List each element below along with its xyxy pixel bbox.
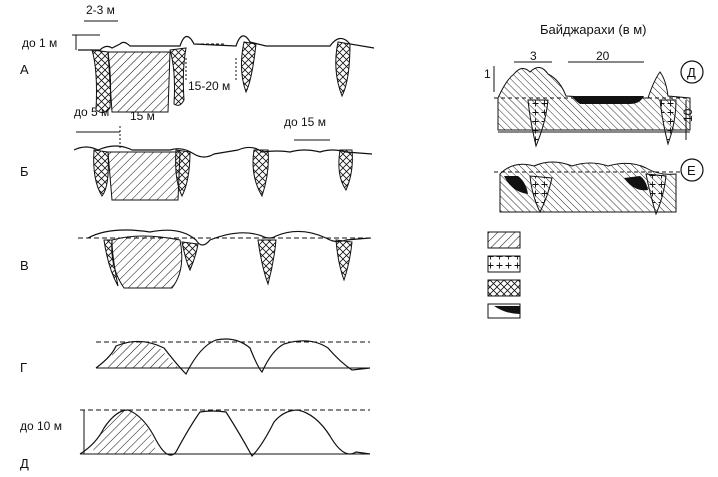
row-letter-d: Д [20, 456, 29, 471]
label-15-20m: 15-20 м [188, 79, 230, 93]
label-15m: 15 м [130, 109, 155, 123]
ice-wedge [103, 239, 119, 287]
ground-surface [78, 35, 375, 51]
circled-label-d [680, 60, 704, 84]
legend-swatch-crosses [487, 255, 521, 273]
row-b: Б до 5 м 15 м до 15 м [20, 105, 373, 201]
label-up-to-1m: до 1 м [22, 36, 57, 50]
hatched-mound [111, 235, 183, 289]
block-e: Е [494, 158, 704, 216]
ice-wedge [93, 149, 109, 197]
dim-10: 10 [681, 108, 695, 122]
row-letter-g: Г [20, 360, 27, 375]
circled-letter-d: Д [687, 65, 696, 80]
circled-label-e [680, 158, 704, 182]
row-letter-v: В [20, 258, 29, 273]
ice-wedge [529, 175, 553, 214]
ice-wedge [335, 41, 351, 98]
ice-wedge [335, 239, 353, 282]
ice-wedge [91, 49, 112, 114]
ice-wedge [659, 99, 677, 146]
black-lake [572, 96, 644, 104]
row-d: Д до 10 м [20, 409, 371, 471]
row-g: Г [20, 338, 371, 376]
ice-wedge [257, 239, 277, 286]
row-v: В [20, 229, 372, 289]
ice-wedge [240, 41, 257, 94]
row-letter-a: А [20, 62, 29, 77]
label-up-to-5m: до 5 м [74, 105, 109, 119]
legend-wedge-fill [494, 306, 520, 314]
ice-wedge [169, 47, 187, 106]
hatched-mound [108, 341, 180, 368]
dim-1: 1 [484, 67, 491, 81]
ice-wedge [252, 149, 269, 198]
label-up-to-10m: до 10 м [20, 419, 62, 433]
black-lake [504, 176, 528, 194]
legend [487, 231, 521, 319]
row-letter-b: Б [20, 164, 29, 179]
legend-swatch-hatched [487, 231, 521, 249]
hatched-block [107, 151, 181, 201]
ground-surface [73, 145, 373, 158]
hatched-mound [92, 410, 156, 454]
dim-20: 20 [596, 49, 610, 63]
row-a: А до 1 м 2-3 м 15-20 м [20, 3, 375, 114]
panel-title: Байджарахи (в м) [540, 22, 646, 37]
black-lake [624, 176, 648, 191]
hatched-block [107, 51, 171, 113]
ice-wedge [338, 149, 353, 192]
ice-wedge [645, 173, 667, 216]
circled-letter-e: Е [687, 163, 696, 178]
legend-swatch-crosshatch [487, 279, 521, 297]
ice-wedge [527, 99, 549, 148]
ice-wedge [175, 149, 191, 198]
ice-wedge [181, 241, 199, 272]
ground-surface [87, 229, 371, 246]
block-d: 1 3 20 10 Д [484, 49, 704, 148]
label-2-3m: 2-3 м [86, 3, 115, 17]
label-up-to-15m: до 15 м [284, 115, 326, 129]
ground-surface [95, 338, 371, 376]
dim-3: 3 [530, 49, 537, 63]
baidzharakhi-panel: Байджарахи (в м) 1 3 20 10 Д [484, 22, 704, 319]
